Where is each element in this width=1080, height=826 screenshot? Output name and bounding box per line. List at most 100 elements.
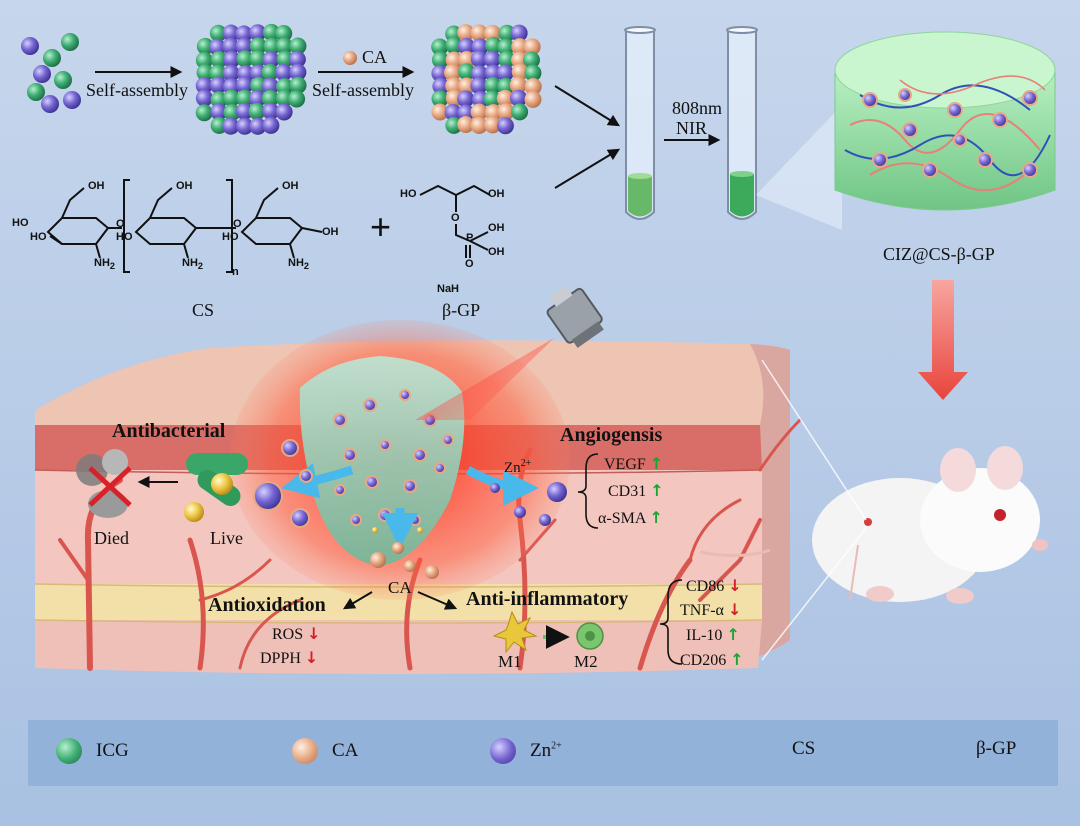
- nanoparticle-sphere: [445, 77, 463, 95]
- nanoparticle-sphere: [236, 76, 254, 94]
- mix-arrow-bottom: [554, 148, 621, 189]
- oh-label: OH: [488, 222, 505, 234]
- nanoparticle-sphere: [431, 90, 449, 108]
- nanoparticle-sphere: [236, 50, 254, 68]
- down-arrow-icon: ↓: [728, 576, 742, 595]
- nanoparticle-sphere: [289, 63, 307, 81]
- nanoparticle-icon: [977, 152, 993, 168]
- ho-label: HO: [30, 231, 47, 243]
- nanoparticle-sphere: [458, 50, 476, 68]
- nanoparticle-sphere: [261, 77, 279, 95]
- nanoparticle-sphere: [196, 37, 214, 55]
- ho-label: HO: [400, 188, 417, 200]
- nanoparticle-icon: [333, 413, 347, 427]
- nanoparticle-icon: [434, 462, 446, 474]
- nanoparticle-sphere: [445, 36, 463, 54]
- icg-ball-icon: [56, 738, 82, 764]
- marker-row: CD86 ↓: [686, 576, 742, 595]
- nanoparticle-sphere: [288, 50, 306, 68]
- bacteria-live: [184, 453, 248, 522]
- nanoparticle-sphere: [195, 51, 213, 69]
- ca-to-antiinflam-arrow: [417, 591, 458, 610]
- down-arrow-icon: ↓: [307, 624, 321, 643]
- nanoparticle-icon: [334, 484, 346, 496]
- nanoparticle-sphere: [288, 90, 306, 108]
- nanoparticle-sphere: [470, 24, 488, 42]
- nanoparticle-sphere: [209, 24, 227, 42]
- legend-item-icg: ICG: [56, 738, 129, 764]
- mix-arrow-top: [554, 85, 621, 127]
- test-tube-hydrogel: [726, 26, 758, 220]
- nir-label: NIR: [676, 118, 707, 138]
- ca-ball-icon: [292, 738, 318, 764]
- nanoparticle-icon: [281, 439, 299, 457]
- angio-bracket: [577, 453, 599, 529]
- nanoparticle-sphere: [289, 76, 307, 94]
- nanoparticle-sphere: [470, 103, 488, 121]
- nanoparticle-sphere: [236, 89, 254, 107]
- nanoparticle-icon: [902, 122, 918, 138]
- nanoparticle-sphere: [457, 116, 475, 134]
- up-arrow-icon: ↑: [650, 481, 664, 500]
- nanoparticle-icon: [862, 92, 878, 108]
- nanoparticle-sphere: [275, 103, 293, 121]
- nanoparticle-sphere: [496, 64, 514, 82]
- nanoparticle-sphere: [196, 64, 214, 82]
- nanoparticle-sphere: [431, 38, 449, 56]
- nanoparticle-sphere: [485, 104, 503, 122]
- nanoparticle-sphere: [249, 50, 267, 68]
- ca-label-wound: CA: [388, 578, 412, 597]
- nanoparticle-sphere: [222, 64, 240, 82]
- legend-item-bgp: β-GP: [976, 738, 1017, 759]
- nanoparticle-sphere: [432, 77, 450, 95]
- nanoparticle-sphere: [275, 25, 293, 43]
- up-arrow-icon: ↑: [730, 650, 744, 669]
- marker-row: α-SMA ↑: [598, 508, 663, 527]
- nanoparticle-sphere: [289, 37, 307, 55]
- nanoparticle-sphere: [511, 103, 529, 121]
- nanoparticle-sphere: [496, 89, 514, 107]
- up-arrow-icon: ↑: [649, 508, 663, 527]
- nanoparticle-sphere: [498, 50, 516, 68]
- nanoparticle-sphere: [483, 90, 501, 108]
- oh-label: OH: [488, 188, 505, 200]
- repeat-n-label: n: [232, 266, 239, 278]
- nanoparticle-sphere: [195, 89, 213, 107]
- oh-label: OH: [488, 246, 505, 258]
- nanoparticle-sphere: [509, 76, 527, 94]
- nanoparticle-sphere: [497, 103, 515, 121]
- nanoparticle-sphere: [523, 38, 541, 56]
- mouse-illustration: [699, 446, 1048, 604]
- nanoparticle-sphere: [458, 77, 476, 95]
- nanoparticle-icon: [403, 479, 417, 493]
- loose-ions: [21, 33, 81, 113]
- nanoparticle-icon: [872, 152, 888, 168]
- nanoparticle-sphere: [524, 64, 542, 82]
- nanoparticle-sphere: [511, 38, 529, 56]
- nanoparticle-sphere: [223, 104, 241, 122]
- nanoparticle-sphere: [209, 64, 227, 82]
- nanoparticle-sphere: [524, 78, 542, 96]
- nanoparticle-icon: [379, 439, 391, 451]
- nanoparticle-sphere: [522, 51, 540, 69]
- nanoparticle-sphere: [497, 38, 515, 56]
- nanoparticle-icon: [992, 112, 1008, 128]
- ca-to-antiox-arrow: [342, 591, 373, 610]
- marker-row: TNF-α ↓: [680, 600, 742, 619]
- marker-row: DPPH ↓: [260, 648, 319, 667]
- nanoparticle-icon: [1022, 90, 1038, 106]
- marker-row: IL-10 ↑: [686, 625, 740, 644]
- nanoparticle-icon: [253, 481, 283, 511]
- nanoparticle-sphere: [457, 37, 475, 55]
- bgp-structure: [419, 184, 491, 258]
- nanoparticle-sphere: [275, 37, 293, 55]
- nanoparticle-icon: [409, 514, 421, 526]
- down-arrow-red: [918, 280, 968, 400]
- nh2-label: NH2: [288, 257, 309, 272]
- nanoparticle-sphere: [483, 50, 501, 68]
- nanoparticle-sphere: [484, 76, 502, 94]
- nanoparticle-icon: [343, 448, 357, 462]
- legend-item-ca: CA: [292, 738, 358, 764]
- inflam-bracket: [659, 579, 683, 665]
